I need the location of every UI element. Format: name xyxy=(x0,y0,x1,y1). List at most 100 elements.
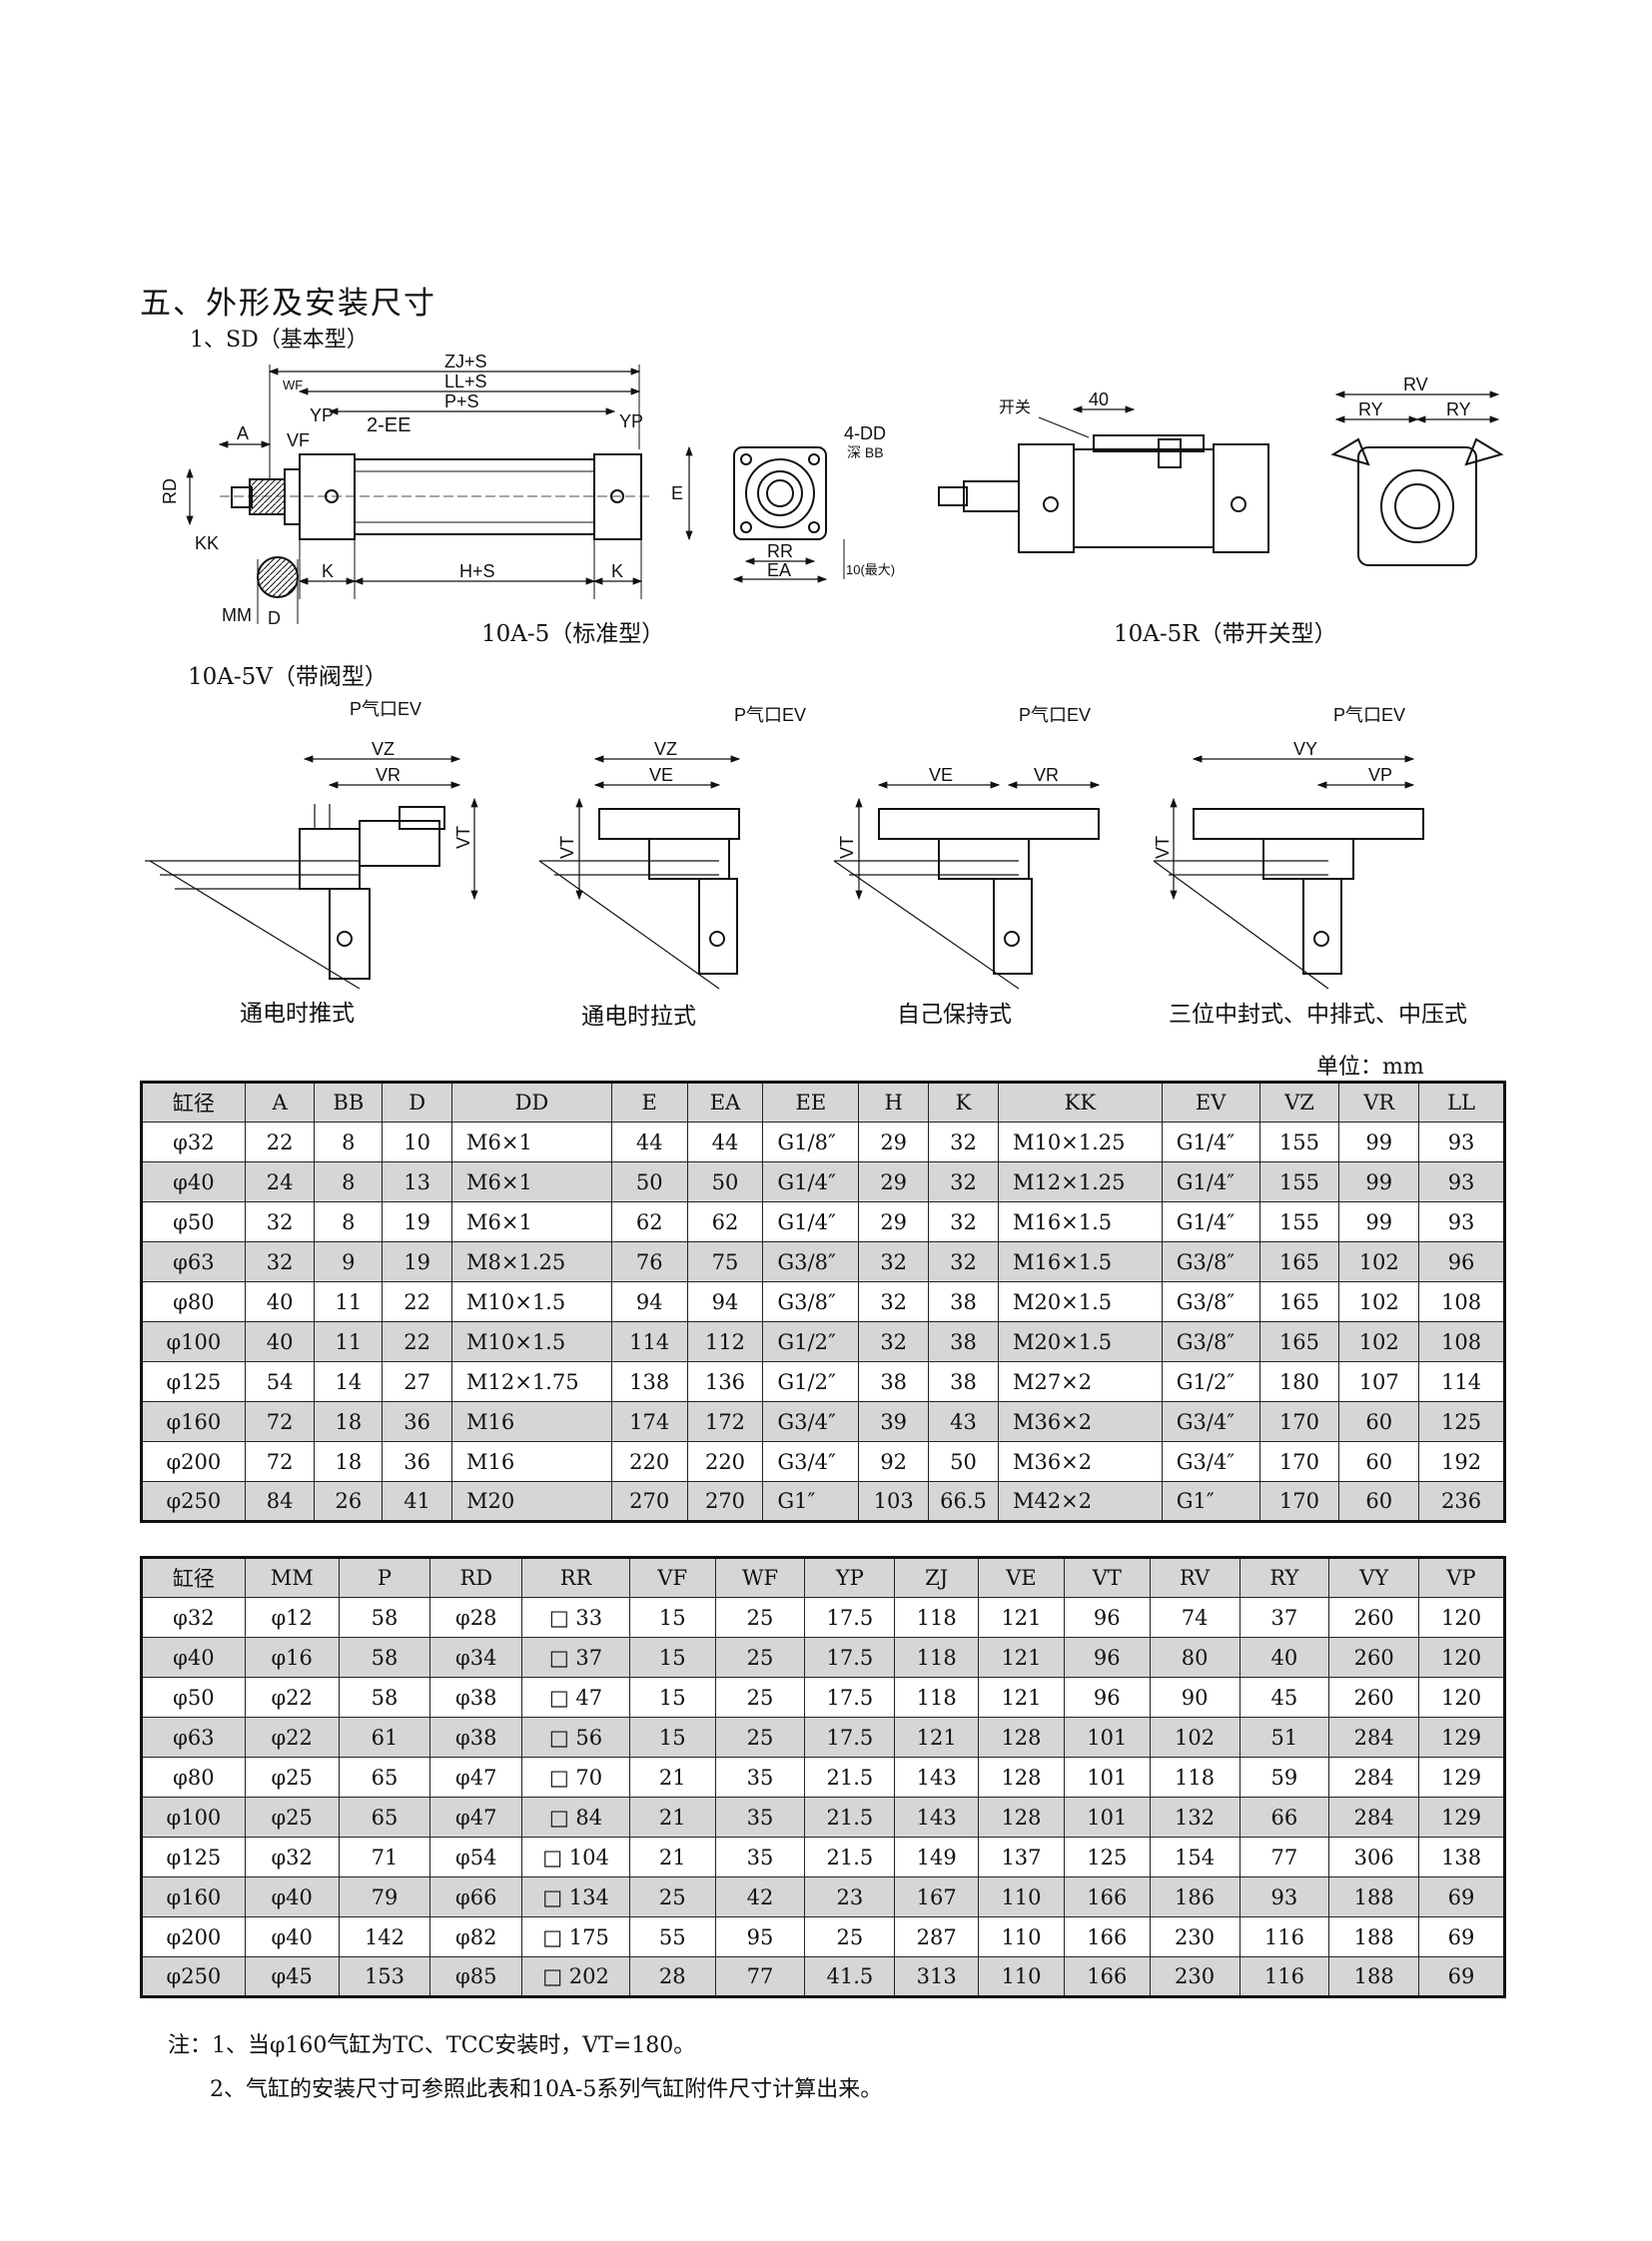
table-cell: 143 xyxy=(894,1757,980,1798)
table-cell: φ200 xyxy=(141,1441,246,1482)
label-rv: RV xyxy=(1403,374,1428,394)
table-cell: G3/8″ xyxy=(1161,1321,1260,1362)
table-cell: 38 xyxy=(928,1281,999,1322)
table-cell: 8 xyxy=(314,1201,384,1242)
table-cell: 96 xyxy=(1063,1637,1151,1678)
table-cell: 93 xyxy=(1418,1121,1505,1162)
table-cell: M10×1.5 xyxy=(451,1321,612,1362)
table-cell: 44 xyxy=(686,1121,764,1162)
table-header: A xyxy=(244,1082,316,1122)
label-vt-4: VT xyxy=(1153,836,1173,859)
table-header: VF xyxy=(628,1557,716,1598)
label-vf: VF xyxy=(287,430,310,450)
table-cell: 102 xyxy=(1338,1321,1420,1362)
note-1: 注：1、当φ160气缸为TC、TCC安装时，VT=180。 xyxy=(168,2033,696,2058)
table-cell: 96 xyxy=(1063,1677,1151,1718)
table-cell: 93 xyxy=(1418,1201,1505,1242)
table-cell: 11 xyxy=(314,1321,384,1362)
table-cell: 138 xyxy=(1418,1837,1505,1877)
table-cell: 260 xyxy=(1328,1677,1420,1718)
table-cell: M12×1.25 xyxy=(997,1161,1163,1202)
caption-valve: 10A-5V（带阀型） xyxy=(188,664,388,690)
table-cell: 120 xyxy=(1418,1637,1505,1678)
table-cell: G1″ xyxy=(762,1481,860,1522)
label-vz-1: VZ xyxy=(372,739,395,759)
table-cell: 143 xyxy=(894,1797,980,1838)
table-cell: 186 xyxy=(1149,1876,1240,1917)
table-cell: 270 xyxy=(610,1481,688,1522)
table-cell: φ160 xyxy=(141,1401,246,1442)
switch-cylinder-view xyxy=(938,405,1269,553)
table-cell: 58 xyxy=(338,1677,431,1718)
table-cell: 37 xyxy=(1239,1597,1330,1638)
table-cell: 65 xyxy=(338,1797,431,1838)
table-header: DD xyxy=(451,1082,612,1122)
valve-view-2 xyxy=(538,755,741,990)
unit-label: 单位：mm xyxy=(1316,1055,1424,1080)
table-cell: 96 xyxy=(1418,1241,1505,1282)
table-cell: 15 xyxy=(628,1717,716,1758)
table-cell: M8×1.25 xyxy=(451,1241,612,1282)
table-cell: 62 xyxy=(686,1201,764,1242)
label-switch: 开关 xyxy=(999,398,1031,416)
table-cell: 19 xyxy=(382,1201,452,1242)
label-ea: EA xyxy=(767,560,791,580)
table-cell: 149 xyxy=(894,1837,980,1877)
table-cell: M16×1.5 xyxy=(997,1201,1163,1242)
label-ll: LL+S xyxy=(444,372,487,391)
table-cell: φ63 xyxy=(141,1241,246,1282)
table-cell: G1/4″ xyxy=(1161,1161,1260,1202)
drawings: ZJ+S LL+S P+S WF YP YP VF A 2-EE RD KK M… xyxy=(145,352,1504,990)
table-cell: 22 xyxy=(244,1121,316,1162)
table-cell: φ34 xyxy=(429,1637,523,1678)
table-cell: 69 xyxy=(1418,1956,1505,1997)
table-cell: 132 xyxy=(1149,1797,1240,1838)
table-cell: 103 xyxy=(858,1481,930,1522)
table-cell: 17.5 xyxy=(804,1677,896,1718)
table-cell: 25 xyxy=(804,1916,896,1957)
table-cell: G1/4″ xyxy=(762,1161,860,1202)
table-cell: φ250 xyxy=(141,1956,246,1997)
table-cell: G1/4″ xyxy=(1161,1201,1260,1242)
table-cell: 69 xyxy=(1418,1916,1505,1957)
table-cell: φ85 xyxy=(429,1956,523,1997)
table-cell: 76 xyxy=(610,1241,688,1282)
table-cell: 128 xyxy=(978,1757,1065,1798)
table-cell: 128 xyxy=(978,1717,1065,1758)
table-cell: φ80 xyxy=(141,1281,246,1322)
table-cell: 306 xyxy=(1328,1837,1420,1877)
table-cell: 102 xyxy=(1338,1241,1420,1282)
table-cell: 32 xyxy=(244,1201,316,1242)
table-cell: 93 xyxy=(1239,1876,1330,1917)
table-cell: φ22 xyxy=(244,1677,340,1718)
table-cell: 108 xyxy=(1418,1321,1505,1362)
table-header: VY xyxy=(1328,1557,1420,1598)
table-cell: 28 xyxy=(628,1956,716,1997)
label-vp-4: VP xyxy=(1368,765,1392,785)
table-cell: □ 134 xyxy=(521,1876,630,1917)
label-a: A xyxy=(237,423,249,443)
table-header: D xyxy=(382,1082,452,1122)
table-cell: φ40 xyxy=(141,1637,246,1678)
table-cell: 114 xyxy=(1418,1361,1505,1402)
table-cell: φ63 xyxy=(141,1717,246,1758)
table-header: RR xyxy=(521,1557,630,1598)
table-cell: 51 xyxy=(1239,1717,1330,1758)
table-cell: 96 xyxy=(1063,1597,1151,1638)
table-cell: 25 xyxy=(714,1637,806,1678)
table-cell: 260 xyxy=(1328,1637,1420,1678)
table-cell: M16 xyxy=(451,1441,612,1482)
table-cell: 120 xyxy=(1418,1597,1505,1638)
table-cell: G3/8″ xyxy=(762,1281,860,1322)
table-cell: φ125 xyxy=(141,1837,246,1877)
table-cell: 121 xyxy=(978,1597,1065,1638)
table-cell: M27×2 xyxy=(997,1361,1163,1402)
table-cell: 65 xyxy=(338,1757,431,1798)
